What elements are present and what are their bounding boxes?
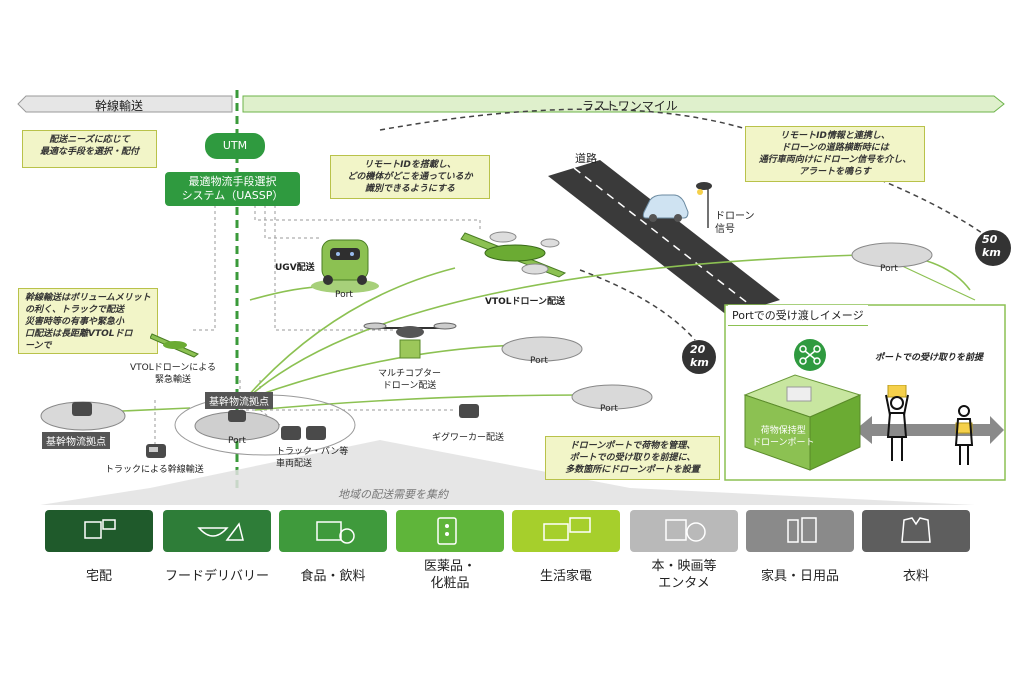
category-tile-furniture [746, 510, 854, 552]
drone-signal-label: ドローン 信号 [715, 211, 755, 235]
port-label-hub: Port [228, 436, 246, 446]
category-label-clothing: 衣料 [902, 569, 929, 584]
person-with-box-icon [885, 385, 909, 461]
category-tile-entertainment [630, 510, 738, 552]
hub-center-pad [194, 410, 280, 441]
person-receiving-icon [954, 405, 974, 465]
uassp-box: 最適物流手段選択 システム（UASSP） [165, 172, 300, 206]
category-tile-food-beverage [279, 510, 387, 552]
van-icon [281, 426, 326, 440]
medicine-icon [437, 517, 457, 545]
category-label-home-delivery: 宅配 [85, 569, 112, 584]
vtol-label: VTOLドローン配送 [485, 297, 566, 307]
port-label-right: Port [880, 264, 898, 274]
category-tile-medicine [396, 510, 504, 552]
category-label-appliances: 生活家電 [539, 569, 592, 584]
note-remote-id: リモートIDを搭載し、 どの機体がどこを通っているか 識別できるようにする [330, 155, 490, 199]
gig-car-label: ギグワーカー配送 [432, 433, 505, 443]
port-panel-title: Portでの受け渡しイメージ [728, 305, 868, 326]
distance-50km: 50 km [982, 233, 1001, 259]
note-trunk-volume: 幹線輸送はボリュームメリット の利く、トラックで配送 災害時等の有事や緊急小 口… [18, 288, 158, 354]
hub-left-label: 基幹物流拠点 [42, 432, 110, 449]
category-tile-home-delivery [45, 510, 153, 552]
category-tile-food-delivery [163, 510, 271, 552]
category-tile-clothing [862, 510, 970, 552]
truck-icon [146, 444, 166, 458]
drone-signal-icon [696, 182, 712, 228]
port-pad-multicopter [501, 336, 583, 362]
truck-van-label: トラック・バン等 車両配送 [276, 447, 349, 469]
package-icon [84, 519, 116, 539]
regional-label: 地域の配送需要を集約 [338, 488, 448, 501]
road-label: 道路 [575, 152, 597, 165]
port-pad-lower [571, 384, 653, 410]
port-premise-label: ポートでの受け取りを前提 [875, 353, 984, 363]
ugv-label: UGV配送 [275, 263, 315, 273]
port-pad-right [851, 242, 933, 268]
last-mile-arrow [242, 95, 1005, 113]
category-tile-appliances [512, 510, 620, 552]
hub-left-pad [40, 401, 126, 431]
trunk-label: 幹線輸送 [95, 99, 144, 113]
distance-20km-badge [682, 340, 716, 374]
distance-50km-badge [975, 230, 1011, 266]
food-icon [197, 522, 244, 541]
note-drone-port: ドローンポートで荷物を管理、 ポートでの受け取りを前提に、 多数箇所にドローンポ… [545, 436, 720, 480]
category-label-furniture: 家具・日用品 [760, 569, 839, 584]
ugv-icon [311, 239, 379, 293]
trunk-arrow [17, 95, 233, 113]
multicopter-icon [363, 322, 457, 359]
hub-center-label: 基幹物流拠点 [205, 392, 273, 409]
category-label-medicine: 医薬品・ 化粧品 [423, 559, 476, 591]
last-mile-label: ラストワンマイル [582, 99, 678, 113]
clothing-icon [901, 517, 931, 543]
category-label-food-beverage: 食品・飲料 [300, 569, 366, 584]
gig-car-icon [459, 404, 479, 418]
truck-trunk-label: トラックによる幹線輸送 [105, 465, 204, 475]
household-icon [787, 517, 817, 543]
appliance-icon [543, 517, 591, 541]
note-remote-id-link: リモートID情報と連携し、 ドローンの道路横断時には 通行車両向けにドローン信号… [745, 126, 925, 182]
utm-box: UTM [205, 133, 265, 159]
port-label-ugv: Port [335, 290, 353, 300]
vtol-emergency-icon [150, 333, 199, 358]
regional-funnel [40, 440, 975, 505]
port-label-multicopter: Port [530, 356, 548, 366]
book-disc-icon [665, 519, 706, 542]
drone-storage-port [743, 339, 862, 471]
multicopter-label: マルチコプター ドローン配送 [378, 369, 442, 391]
note-delivery-needs: 配送ニーズに応じて 最適な手段を選択・配付 [22, 130, 157, 168]
grocery-icon [316, 521, 355, 544]
drone-storage-label: 荷物保持型 ドローンポート [752, 426, 815, 448]
vtol-emergency-label: VTOLドローンによる 緊急輸送 [130, 363, 217, 385]
category-label-food-delivery: フードデリバリー [164, 569, 269, 584]
car-icon [642, 194, 689, 222]
distance-20km: 20 km [690, 343, 709, 369]
vtol-drone-icon [460, 231, 567, 278]
port-label-lower: Port [600, 404, 618, 414]
category-label-entertainment: 本・映画等 エンタメ [651, 559, 717, 591]
